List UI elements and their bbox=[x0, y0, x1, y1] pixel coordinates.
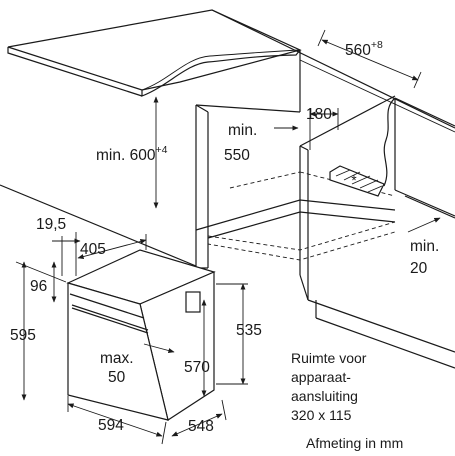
gap-20-label: 20 bbox=[410, 260, 428, 277]
depth-405-label: 405 bbox=[80, 241, 106, 258]
connection-area-hatch: * bbox=[329, 165, 385, 197]
height-600-label: min. 600+4 bbox=[96, 144, 168, 164]
cabinet-carcass bbox=[0, 95, 455, 369]
gap-min-label: min. bbox=[410, 238, 439, 255]
dimension-lines bbox=[15, 29, 441, 445]
width-594-label: 594 bbox=[98, 417, 124, 434]
height-595-label: 595 bbox=[10, 327, 36, 344]
svg-text:*: * bbox=[351, 173, 357, 188]
dimension-labels: 560+8 min. 600+4 min. 550 180 min. 20 19… bbox=[10, 39, 439, 435]
depth-548-label: 548 bbox=[188, 418, 214, 435]
oven-appliance bbox=[66, 249, 216, 421]
depth-560-label: 560+8 bbox=[345, 39, 383, 59]
ventilation-180-label: 180 bbox=[306, 106, 332, 123]
height-570-label: 570 bbox=[184, 359, 210, 376]
oven-space-outline bbox=[207, 171, 396, 261]
note-line-3: aansluiting bbox=[291, 388, 358, 404]
note-line-4: 320 x 115 bbox=[291, 407, 352, 423]
cabinet-width-min-label: min. bbox=[228, 122, 257, 139]
countertop bbox=[7, 9, 302, 97]
handle-max-label: max. bbox=[100, 350, 134, 367]
note-line-2: apparaat- bbox=[291, 369, 351, 385]
unit-note: Afmeting in mm bbox=[306, 435, 403, 451]
note-line-1: Ruimte voor bbox=[291, 350, 367, 366]
height-535-label: 535 bbox=[236, 322, 262, 339]
cabinet-width-550-label: 550 bbox=[224, 147, 250, 164]
height-96-label: 96 bbox=[30, 278, 47, 295]
offset-19-5-label: 19,5 bbox=[36, 216, 66, 233]
connection-note: Ruimte voor apparaat- aansluiting 320 x … bbox=[291, 350, 367, 423]
handle-50-label: 50 bbox=[108, 369, 126, 386]
